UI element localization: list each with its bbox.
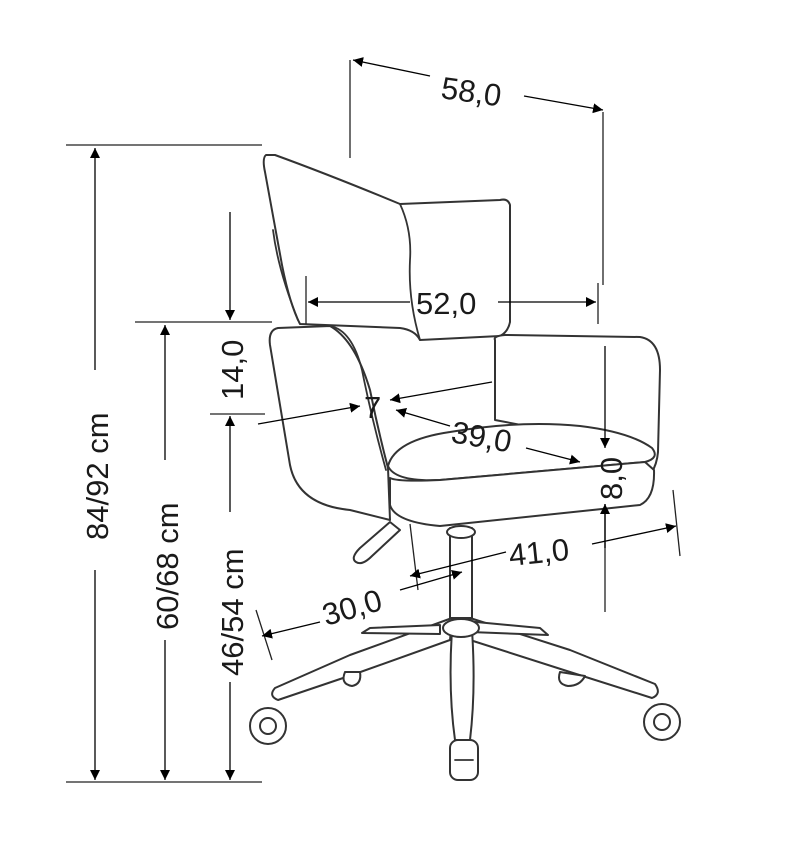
label-backrest-width: 52,0 [416,286,476,321]
label-armrest-height: 60/68 cm [150,502,185,630]
gas-lift [449,527,473,619]
label-backrest-gap: 7 [364,390,381,425]
backrest-panel [399,203,421,341]
label-total-height: 84/92 cm [80,412,115,540]
label-seat-height: 46/54 cm [215,548,250,676]
label-seat-thickness: 8,0 [594,457,629,500]
adjust-lever [352,521,401,565]
label-backrest-height-above-arm: 14,0 [215,340,250,400]
star-base [271,617,453,701]
label-base-radius: 30,0 [318,582,386,632]
extension-lines [66,60,681,783]
label-overall-width: 58,0 [439,70,504,113]
label-seat-width: 41,0 [507,532,571,573]
dimension-lines [90,57,677,780]
seat-base [389,461,656,527]
caster-wheels [249,671,681,781]
